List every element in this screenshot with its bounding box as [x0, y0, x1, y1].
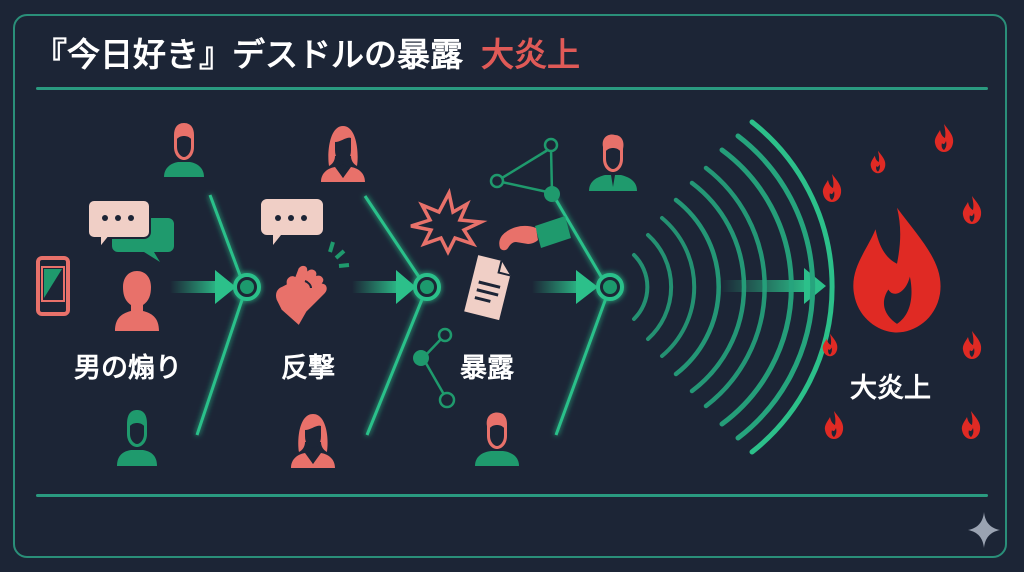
fire-small-icon	[934, 124, 954, 152]
person-bottom-1-icon	[117, 410, 157, 466]
top-divider	[36, 87, 988, 90]
fire-small-icon	[962, 331, 982, 359]
speech-bubble-2-icon	[261, 199, 323, 245]
node-2	[413, 273, 441, 301]
person-top-1-icon	[164, 123, 204, 177]
network-triangle-icon	[489, 137, 560, 202]
panel-frame	[13, 14, 1007, 558]
fire-big-icon	[853, 207, 941, 333]
explosion-icon	[410, 187, 488, 256]
sparkle-icon	[968, 512, 1000, 548]
arrow-2-icon	[352, 270, 416, 304]
person-bottom-3-icon	[475, 412, 519, 466]
stage-label-flaming: 大炎上	[850, 373, 931, 404]
network-small-icon	[413, 327, 456, 409]
document-icon	[464, 255, 511, 321]
smartphone-icon	[36, 256, 70, 316]
title-text: 『今日好き』デスドルの暴露	[34, 35, 463, 74]
speech-bubble-icon	[87, 199, 174, 262]
arrow-1-icon	[170, 270, 236, 304]
hand-icon	[499, 216, 571, 251]
person-woman-bottom-icon	[291, 414, 335, 468]
fire-small-icon	[961, 411, 981, 439]
person-instigator-icon	[115, 271, 159, 331]
stage-label-exposure: 暴露	[460, 353, 514, 384]
fire-small-icon	[824, 411, 844, 439]
stage-label-provocation: 男の煽り	[74, 353, 182, 384]
connector-2	[363, 195, 425, 436]
person-woman-top-icon	[321, 126, 365, 182]
node-1	[233, 273, 261, 301]
person-top-3-icon	[589, 134, 637, 191]
stage-label-counterattack: 反撃	[281, 353, 335, 384]
title-highlight: 大炎上	[481, 35, 580, 74]
page-title: 『今日好き』デスドルの暴露大炎上	[34, 28, 580, 76]
fire-small-icon	[962, 196, 982, 224]
connector-1	[195, 194, 245, 436]
arrow-3-icon	[532, 270, 598, 304]
fire-small-icon	[822, 174, 842, 202]
connector-3	[550, 192, 608, 436]
signal-waves-icon	[632, 119, 835, 455]
fire-small-icon	[870, 150, 886, 174]
bottom-divider	[36, 494, 988, 497]
node-3	[596, 273, 624, 301]
fist-icon	[274, 241, 350, 328]
